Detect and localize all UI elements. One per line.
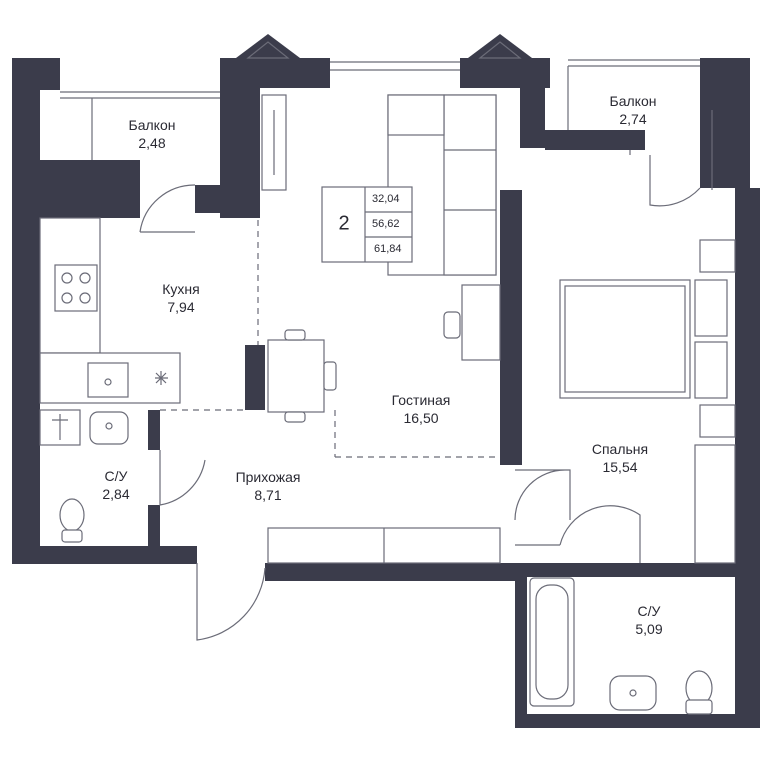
bathroom-large-fixtures	[529, 577, 713, 715]
room-area: 2,48	[138, 135, 166, 151]
room-label-bathroom-small: С/У 2,84	[102, 467, 129, 503]
room-area: 8,71	[254, 487, 282, 503]
wardrobe	[261, 94, 287, 191]
room-area: 2,74	[619, 111, 647, 127]
room-area: 16,50	[403, 410, 439, 426]
room-label-bedroom: Спальня 15,54	[592, 440, 648, 476]
room-area: 15,54	[602, 459, 638, 475]
room-name: Кухня	[162, 281, 200, 297]
total-area-value: 56,62	[372, 218, 400, 230]
bathroom-small-fixtures	[39, 409, 129, 543]
dining-table	[267, 329, 337, 423]
room-name: С/У	[104, 468, 128, 484]
room-label-balcony-left: Балкон 2,48	[129, 116, 176, 152]
area-info-box	[321, 186, 413, 263]
room-area: 5,09	[635, 621, 663, 637]
room-label-kitchen: Кухня 7,94	[162, 280, 199, 316]
room-name: Прихожая	[235, 469, 301, 485]
room-name: Гостиная	[391, 392, 451, 408]
zone-dividers	[160, 220, 500, 458]
room-name: Балкон	[609, 93, 657, 109]
desk	[443, 284, 501, 361]
room-name: Спальня	[591, 441, 649, 457]
hallway-storage	[267, 527, 501, 564]
balcony-railings	[60, 59, 713, 190]
bedroom-furniture	[559, 239, 736, 564]
doors	[139, 150, 701, 641]
total-with-balconies-value: 61,84	[374, 243, 402, 255]
room-area: 7,94	[167, 299, 195, 315]
room-area: 2,84	[102, 486, 130, 502]
room-label-balcony-right: Балкон 2,74	[610, 92, 657, 128]
room-label-bathroom-large: С/У 5,09	[635, 602, 662, 638]
rooms-count: 2	[338, 212, 350, 235]
walls	[12, 58, 760, 728]
bay-peaks	[236, 34, 532, 71]
room-label-hallway: Прихожая 8,71	[236, 468, 301, 504]
kitchen-furniture	[39, 217, 181, 404]
room-name: С/У	[637, 603, 661, 619]
room-name: Балкон	[128, 117, 176, 133]
living-area-value: 32,04	[372, 193, 400, 205]
room-label-living-room: Гостиная 16,50	[392, 391, 451, 427]
